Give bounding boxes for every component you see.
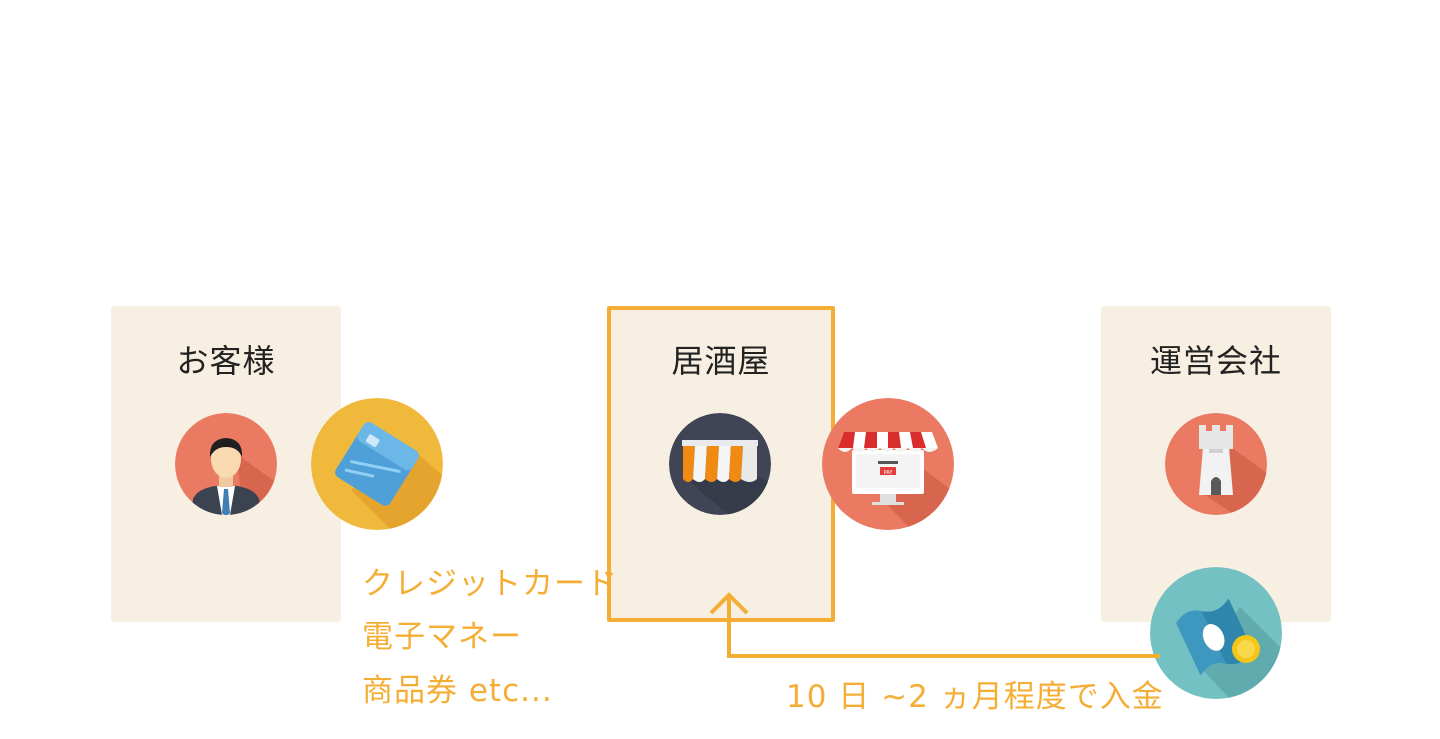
pay-label: PAY — [884, 470, 894, 476]
payment-method-e-money: 電子マネー — [362, 619, 522, 655]
deposit-note: 10 日 ~2 ヵ月程度で入金 — [786, 679, 1164, 715]
customer-title: お客様 — [176, 342, 276, 380]
payment-method-credit-card: クレジットカード — [362, 566, 618, 602]
shop-title: 居酒屋 — [671, 342, 771, 380]
company-title: 運営会社 — [1149, 342, 1282, 380]
money-banknote-icon — [1150, 567, 1282, 699]
online-shop-pay-icon: PAY — [822, 398, 954, 530]
shop-panel: 居酒屋 — [607, 306, 835, 622]
payment-method-gift-voucher: 商品券 etc... — [362, 673, 553, 709]
customer-panel: お客様 — [111, 306, 341, 622]
shop-awning-icon — [669, 413, 771, 515]
businessman-icon — [175, 413, 277, 515]
castle-tower-icon — [1165, 413, 1267, 515]
credit-card-icon — [311, 398, 443, 530]
